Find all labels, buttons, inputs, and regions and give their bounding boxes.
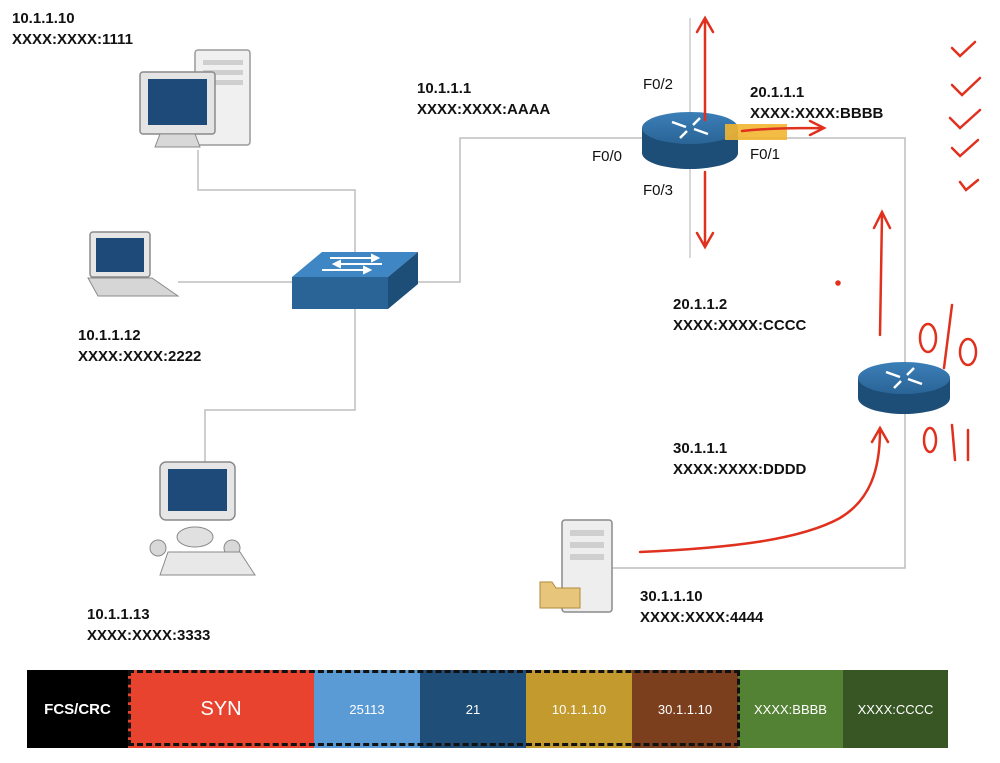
frame-field-syn: SYN: [128, 670, 314, 748]
router1-f01-ip: 20.1.1.1: [750, 84, 805, 101]
handwritten-slash: [942, 303, 954, 370]
workstation-icon: [149, 461, 256, 576]
frame-field-label: 10.1.1.10: [551, 701, 607, 717]
arrow-up: [695, 15, 715, 122]
router1-f00-ip: 10.1.1.1: [417, 80, 472, 97]
frame-field-src-port: 25113: [314, 670, 420, 748]
router1-f00-label: 10.1.1.1 XXXX:XXXX:AAAA: [417, 78, 550, 120]
port-f01-label: F0/1: [750, 146, 781, 163]
frame-field-src-mac: XXXX:BBBB: [738, 670, 843, 748]
pc3-mac: XXXX:XXXX:3333: [87, 627, 211, 644]
frame-field-src-ip: 10.1.1.10: [526, 670, 632, 748]
router2-b-label: 30.1.1.1 XXXX:XXXX:DDDD: [673, 438, 806, 480]
laptop-label: 10.1.1.12 XXXX:XXXX:2222: [78, 325, 201, 367]
router2-a-mac: XXXX:XXXX:CCCC: [673, 317, 807, 334]
arrow-server-to-router2: [638, 425, 890, 554]
checkmark-1: [950, 40, 977, 58]
interface-highlight: [725, 124, 787, 140]
checkmark-4: [950, 138, 980, 158]
checkmark-5: [958, 178, 980, 192]
link-switch-pc3: [204, 308, 356, 462]
network-links: [178, 18, 906, 569]
router1-f01-label: 20.1.1.1 XXXX:XXXX:BBBB: [750, 82, 883, 124]
router2-b-ip: 30.1.1.1: [673, 440, 728, 457]
frame-field-label: XXXX:CCCC: [857, 701, 934, 717]
router2-a-ip: 20.1.1.2: [673, 296, 728, 313]
arrow-right: [740, 119, 827, 137]
frame-field-dst-ip: 30.1.1.10: [632, 670, 738, 748]
handwritten-zero-3: [922, 426, 938, 454]
link-pc1-switch: [197, 150, 356, 255]
frame-field-label: 30.1.1.10: [657, 701, 713, 717]
router2-b-mac: XXXX:XXXX:DDDD: [673, 461, 807, 478]
link-router1-router2: [738, 137, 906, 378]
router-1-icon: [642, 112, 738, 169]
router1-f00-mac: XXXX:XXXX:AAAA: [417, 101, 551, 118]
handwritten-one-bar: [950, 423, 957, 462]
arrow-down: [695, 170, 715, 250]
port-f02-label: F0/2: [643, 76, 674, 93]
server-label: 30.1.1.10 XXXX:XXXX:4444: [640, 586, 763, 628]
checkmark-3: [948, 108, 982, 130]
desktop-computer-icon: [139, 49, 251, 148]
router1-f01-mac: XXXX:XXXX:BBBB: [750, 105, 884, 122]
frame-field-label: 25113: [349, 701, 385, 717]
frame-field-label: FCS/CRC: [44, 700, 111, 718]
server-ip: 30.1.1.10: [640, 588, 703, 605]
arrow-router2-to-router1: [872, 209, 892, 337]
frame-field-bar: FCS/CRC SYN 25113 21 10.1.1.10 30.1.1.10…: [27, 670, 948, 748]
frame-field-label: 21: [465, 701, 481, 717]
pc1-label: 10.1.1.10 XXXX:XXXX:1111: [12, 8, 133, 50]
handwritten-zero-1: [918, 322, 938, 354]
pc3-label: 10.1.1.13 XXXX:XXXX:3333: [87, 604, 210, 646]
frame-field-label: SYN: [200, 697, 242, 720]
handwritten-zero-2: [958, 337, 978, 367]
laptop-mac: XXXX:XXXX:2222: [78, 348, 202, 365]
red-annotations: [638, 15, 982, 554]
checkmark-2: [950, 76, 982, 97]
frame-field-dst-port: 21: [420, 670, 526, 748]
switch-icon: [292, 252, 418, 309]
pc3-ip: 10.1.1.13: [87, 606, 150, 623]
frame-field-label: XXXX:BBBB: [754, 701, 827, 717]
pc1-mac: XXXX:XXXX:1111: [12, 31, 133, 48]
port-f00-label: F0/0: [592, 148, 623, 165]
frame-field-fcs: FCS/CRC: [27, 670, 128, 748]
server-mac: XXXX:XXXX:4444: [640, 609, 764, 626]
router-2-icon: [858, 362, 950, 414]
router2-a-label: 20.1.1.2 XXXX:XXXX:CCCC: [673, 294, 806, 336]
server-icon: [539, 519, 613, 613]
port-f03-label: F0/3: [643, 182, 674, 199]
pc1-ip: 10.1.1.10: [12, 10, 75, 27]
stray-dot: [835, 280, 841, 286]
laptop-ip: 10.1.1.12: [78, 327, 141, 344]
link-switch-router1: [418, 137, 642, 283]
link-router2-server: [612, 410, 906, 569]
laptop-icon: [87, 231, 180, 297]
frame-field-dst-mac: XXXX:CCCC: [843, 670, 948, 748]
